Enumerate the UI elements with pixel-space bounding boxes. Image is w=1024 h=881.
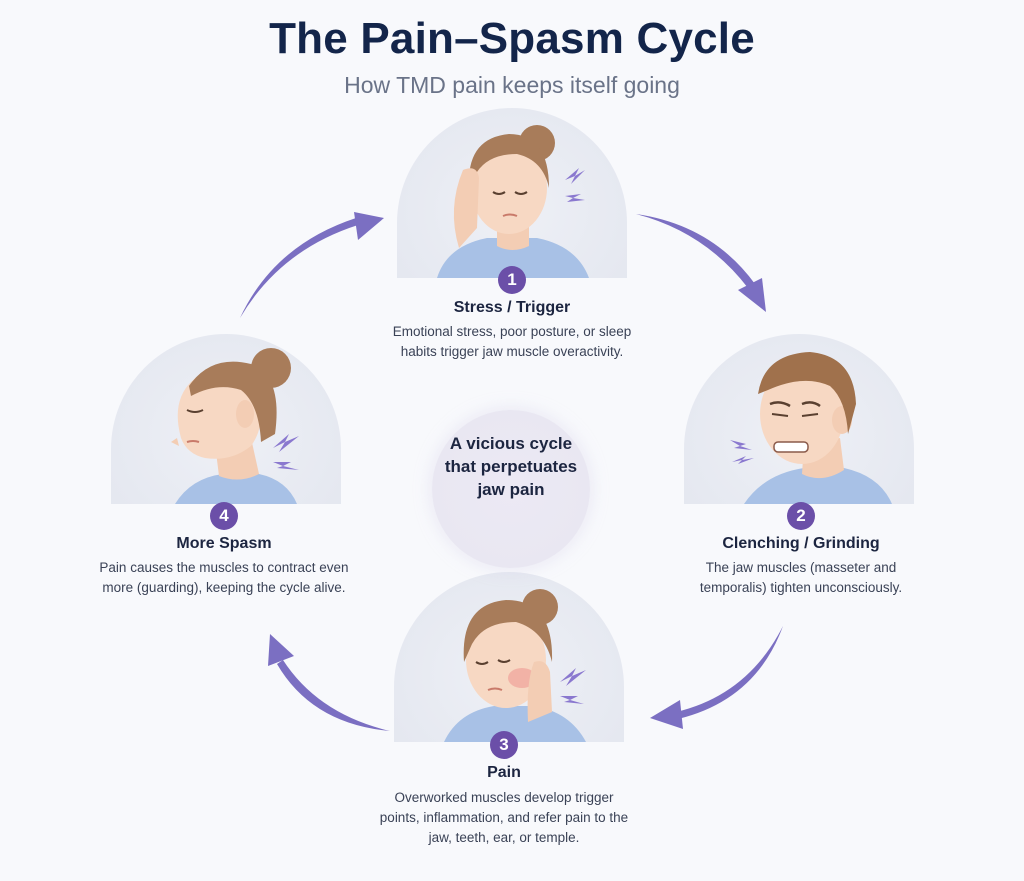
step-3-title: Pain — [487, 764, 521, 781]
arrow-4-to-1-icon — [240, 212, 384, 318]
step-4-title: More Spasm — [176, 535, 272, 552]
step-1-description: Emotional stress, poor posture, or sleep… — [392, 324, 632, 359]
arrow-1-to-2-icon — [636, 214, 766, 312]
step-1-portrait — [397, 108, 627, 278]
step-4-description: Pain causes the muscles to contract even… — [99, 560, 349, 595]
step-2-portrait — [684, 334, 914, 504]
arrow-2-to-3-icon — [650, 626, 783, 729]
man-clenching-teeth-icon — [730, 352, 892, 504]
step-2-title: Clenching / Grinding — [722, 535, 880, 552]
step-2-description: The jaw muscles (masseter and temporalis… — [699, 560, 903, 595]
step-1-badge: 1 — [498, 266, 526, 294]
woman-neck-spasm-icon — [171, 348, 299, 504]
woman-holding-jaw-icon — [444, 589, 586, 742]
page-subtitle: How TMD pain keeps itself going — [344, 72, 680, 98]
center-circle — [432, 410, 590, 568]
step-1-title: Stress / Trigger — [453, 299, 571, 316]
step-4-badge: 4 — [210, 502, 238, 530]
step-3-badge: 3 — [490, 731, 518, 759]
lightning-icon — [565, 168, 585, 202]
step-3-description: Overworked muscles develop trigger point… — [379, 790, 629, 845]
lightning-icon — [730, 440, 754, 464]
lightning-icon — [560, 668, 586, 704]
step-2-badge: 2 — [787, 502, 815, 530]
step-3-portrait — [394, 572, 624, 742]
arrow-3-to-4-icon — [268, 634, 390, 731]
woman-holding-temple-icon — [437, 125, 589, 278]
lightning-icon — [273, 434, 299, 470]
center-caption: A vicious cycle that perpetuates jaw pai… — [444, 434, 578, 499]
step-4-portrait — [111, 334, 341, 504]
page-title: The Pain–Spasm Cycle — [269, 14, 755, 63]
